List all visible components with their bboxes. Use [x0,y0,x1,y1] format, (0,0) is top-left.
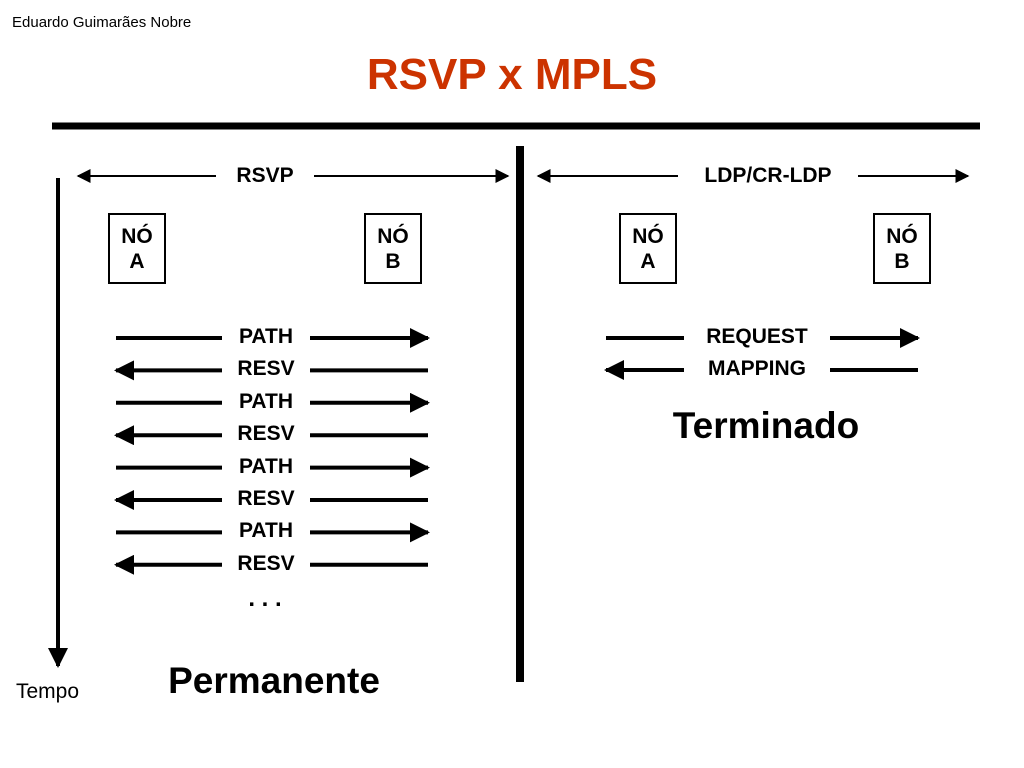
rsvp-message-label: PATH [238,519,294,543]
rsvp-message-label: RESV [237,487,295,510]
rsvp-message-label: RESV [237,422,295,446]
node-label-line1: NÓ [886,224,918,248]
ldp-node-a: NÓ A [619,213,677,284]
ldp-state-label: Terminado [672,405,860,446]
node-label-line2: B [385,249,401,273]
node-label-line1: NÓ [377,224,409,248]
node-label-line1: NÓ [632,224,664,248]
ldp-message-label: REQUEST [706,325,808,348]
continuation-dots: . . . [248,585,282,612]
node-label-line2: A [640,249,656,273]
author-name: Eduardo Guimarães Nobre [12,14,192,31]
rsvp-node-a: NÓ A [108,213,166,284]
rsvp-message-label: RESV [237,551,295,575]
ldp-node-b: NÓ B [873,213,931,284]
node-label-line1: NÓ [121,224,153,248]
node-label-line2: A [129,249,145,273]
slide-title: RSVP x MPLS [366,50,658,99]
rsvp-message-label: PATH [238,325,294,348]
rsvp-message-label: PATH [238,454,294,478]
rsvp-node-b: NÓ B [364,213,422,284]
ldp-protocol-label: LDP/CR-LDP [704,164,832,187]
time-axis-label: Tempo [16,680,80,703]
rsvp-message-label: PATH [238,389,294,413]
node-label-line2: B [894,249,910,273]
ldp-message-label: MAPPING [707,357,806,380]
rsvp-message-label: RESV [237,357,295,381]
rsvp-protocol-label: RSVP [236,164,294,187]
rsvp-state-label: Permanente [168,660,380,701]
